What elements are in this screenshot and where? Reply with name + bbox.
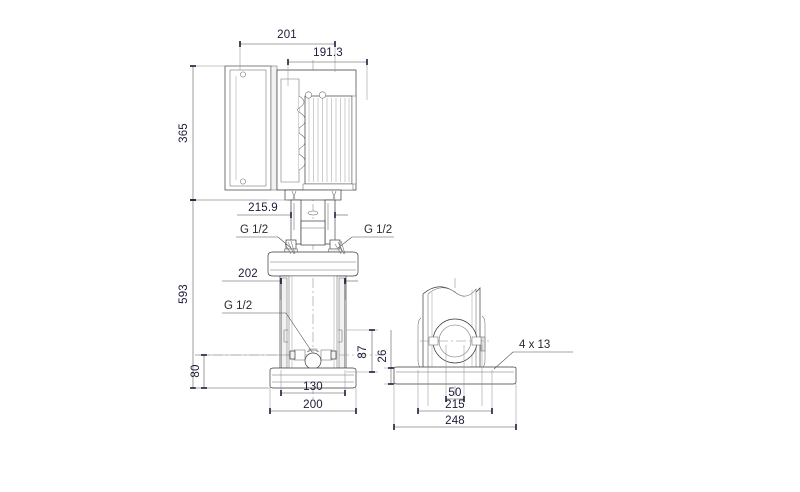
dimension-label-365: 365: [178, 123, 190, 143]
tie-rod-left: [281, 277, 288, 369]
dimension-50: 50: [445, 387, 465, 402]
motor-lifting-eye-right: [319, 91, 326, 99]
dimension-215: 215: [417, 382, 493, 414]
stool-leg-left: [290, 199, 302, 245]
callout-label-g12-top-right: G 1/2: [364, 224, 392, 236]
front-view: [195, 60, 380, 400]
dimension-set-front: 201 191.3 365: [178, 29, 394, 414]
dimension-26: 26: [377, 330, 394, 385]
callout-label-g12-top-left: G 1/2: [240, 224, 268, 236]
motor-body: [276, 69, 357, 191]
motor-lifting-eye-left: [305, 91, 312, 99]
dimension-label-130: 130: [303, 381, 323, 393]
terminal-box: [224, 65, 278, 191]
dimension-label-215: 215: [445, 399, 465, 411]
callout-4x13: 4 x 13: [493, 339, 573, 370]
dimension-215-9: 215.9: [237, 202, 348, 240]
dimension-201: 201: [239, 29, 336, 72]
side-view: [393, 278, 517, 406]
dimension-label-50: 50: [448, 387, 461, 399]
dimension-label-26: 26: [377, 349, 389, 362]
dimension-set-side: 26 4 x 13 50 215: [377, 330, 573, 430]
dimension-248: 248: [393, 384, 517, 430]
callout-g12-top-left: G 1/2: [236, 224, 296, 255]
base-plate-side: [393, 366, 517, 385]
dimension-label-248: 248: [445, 415, 465, 427]
dimension-87: 87: [346, 329, 378, 373]
dimension-label-80: 80: [190, 364, 202, 377]
dimension-label-200: 200: [303, 399, 323, 411]
motor-cooling-fins: [304, 95, 353, 185]
callout-label-g12-mid-left: G 1/2: [224, 300, 252, 312]
dimension-label-215-9: 215.9: [248, 202, 278, 214]
dimension-label-593: 593: [178, 284, 190, 304]
dimension-202: 202: [222, 268, 358, 300]
drain-plug: [304, 352, 322, 370]
stool-leg-right: [324, 199, 336, 245]
dimension-80: 80: [190, 354, 290, 389]
dimension-label-201: 201: [277, 29, 297, 41]
base-plate-front: [269, 367, 357, 389]
dimension-191-3: 191.3: [287, 47, 368, 100]
shaft-coupling: [300, 220, 326, 246]
callout-g12-top-right: G 1/2: [334, 224, 394, 255]
dimension-label-87: 87: [357, 345, 369, 358]
dimension-200: 200: [269, 388, 357, 414]
callout-label-4x13: 4 x 13: [519, 339, 550, 351]
terminal-box-screw-top: [240, 71, 246, 78]
dimension-label-191-3: 191.3: [313, 47, 343, 59]
dimension-label-202: 202: [238, 268, 258, 280]
side-nameplate: [480, 336, 486, 352]
callout-g12-mid-left: G 1/2: [222, 300, 313, 353]
terminal-box-screw-bottom: [240, 178, 246, 185]
dimension-130: 130: [280, 370, 346, 396]
tie-rod-right: [338, 277, 345, 369]
